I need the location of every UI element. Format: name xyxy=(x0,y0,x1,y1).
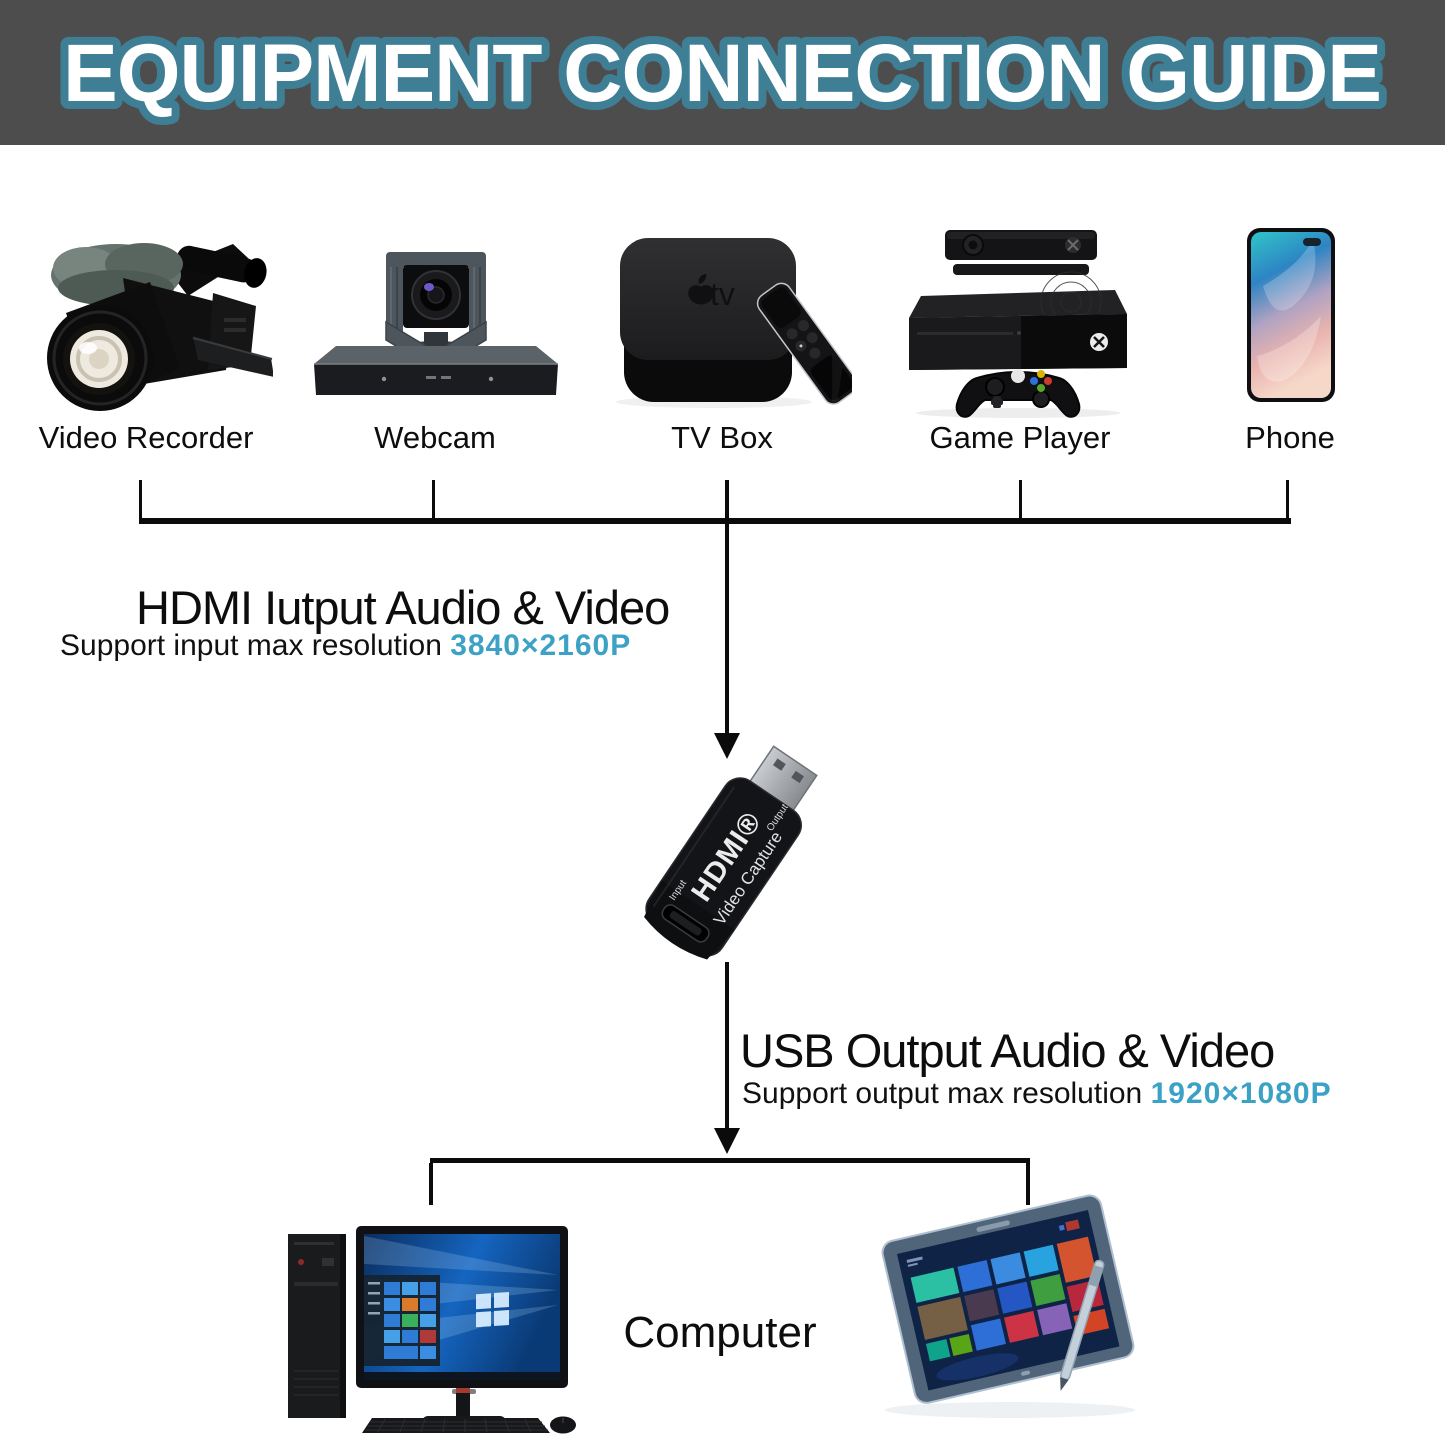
stylus xyxy=(1060,1259,1105,1391)
connector-stub-video-recorder xyxy=(139,480,142,520)
hdmi-arrow-shaft xyxy=(725,524,729,736)
svg-text:tv: tv xyxy=(710,276,735,312)
taskbar xyxy=(364,1372,560,1380)
usb-support-text: Support output max resolution xyxy=(742,1077,1151,1110)
hdmi-arrowhead-icon xyxy=(714,733,740,759)
usb-arrow-shaft xyxy=(725,962,729,1130)
connector-stub-game-player xyxy=(1019,480,1022,520)
tablet-image xyxy=(881,1194,1135,1418)
hdmi-input-heading: HDMI Iutput Audio & Video xyxy=(136,581,670,634)
tv-remote xyxy=(756,282,852,405)
tv-box-image: tv xyxy=(616,238,852,408)
connector-stub-webcam xyxy=(432,480,435,520)
game-player-image xyxy=(909,230,1127,418)
apple-tv-logo: tv xyxy=(688,274,735,312)
video-recorder-image xyxy=(47,243,273,411)
usb-output-heading: USB Output Audio & Video xyxy=(740,1024,1275,1077)
usb-max-resolution: 1920×1080P xyxy=(1150,1077,1332,1110)
label-video-recorder: Video Recorder xyxy=(38,420,254,455)
hdmi-max-resolution: 3840×2160P xyxy=(450,629,632,662)
label-computer: Computer xyxy=(623,1308,817,1357)
label-webcam: Webcam xyxy=(374,420,496,455)
header-banner: EQUIPMENT CONNECTION GUIDE xyxy=(0,0,1445,145)
pc-mouse xyxy=(550,1416,576,1434)
label-phone: Phone xyxy=(1245,420,1335,455)
desktop-computer-image xyxy=(288,1226,576,1434)
pc-tower xyxy=(288,1234,346,1418)
connector-stub-desktop xyxy=(429,1163,433,1205)
page-title: EQUIPMENT CONNECTION GUIDE xyxy=(63,28,1381,119)
connector-stub-phone xyxy=(1286,480,1289,520)
usb-arrowhead-icon xyxy=(714,1128,740,1154)
label-tv-box: TV Box xyxy=(671,420,773,455)
phone-image xyxy=(1247,228,1335,402)
usb-support-line: Support output max resolution 1920×1080P xyxy=(742,1077,1332,1111)
connector-stub-tablet xyxy=(1026,1163,1030,1205)
label-game-player: Game Player xyxy=(929,420,1111,455)
connector-bus-top xyxy=(139,518,1291,524)
windows-logo xyxy=(476,1291,509,1328)
webcam-image xyxy=(314,252,558,395)
video-capture-device-image: Output HDMI® Video Capture Input xyxy=(644,745,818,960)
header-title-art: EQUIPMENT CONNECTION GUIDE xyxy=(55,20,1390,127)
connector-stub-tv-box xyxy=(725,480,729,520)
hdmi-support-line: Support input max resolution 3840×2160P xyxy=(60,629,631,663)
connector-bus-bottom xyxy=(430,1158,1030,1163)
xbox-controller xyxy=(955,369,1081,418)
hdmi-support-text: Support input max resolution xyxy=(60,629,451,662)
